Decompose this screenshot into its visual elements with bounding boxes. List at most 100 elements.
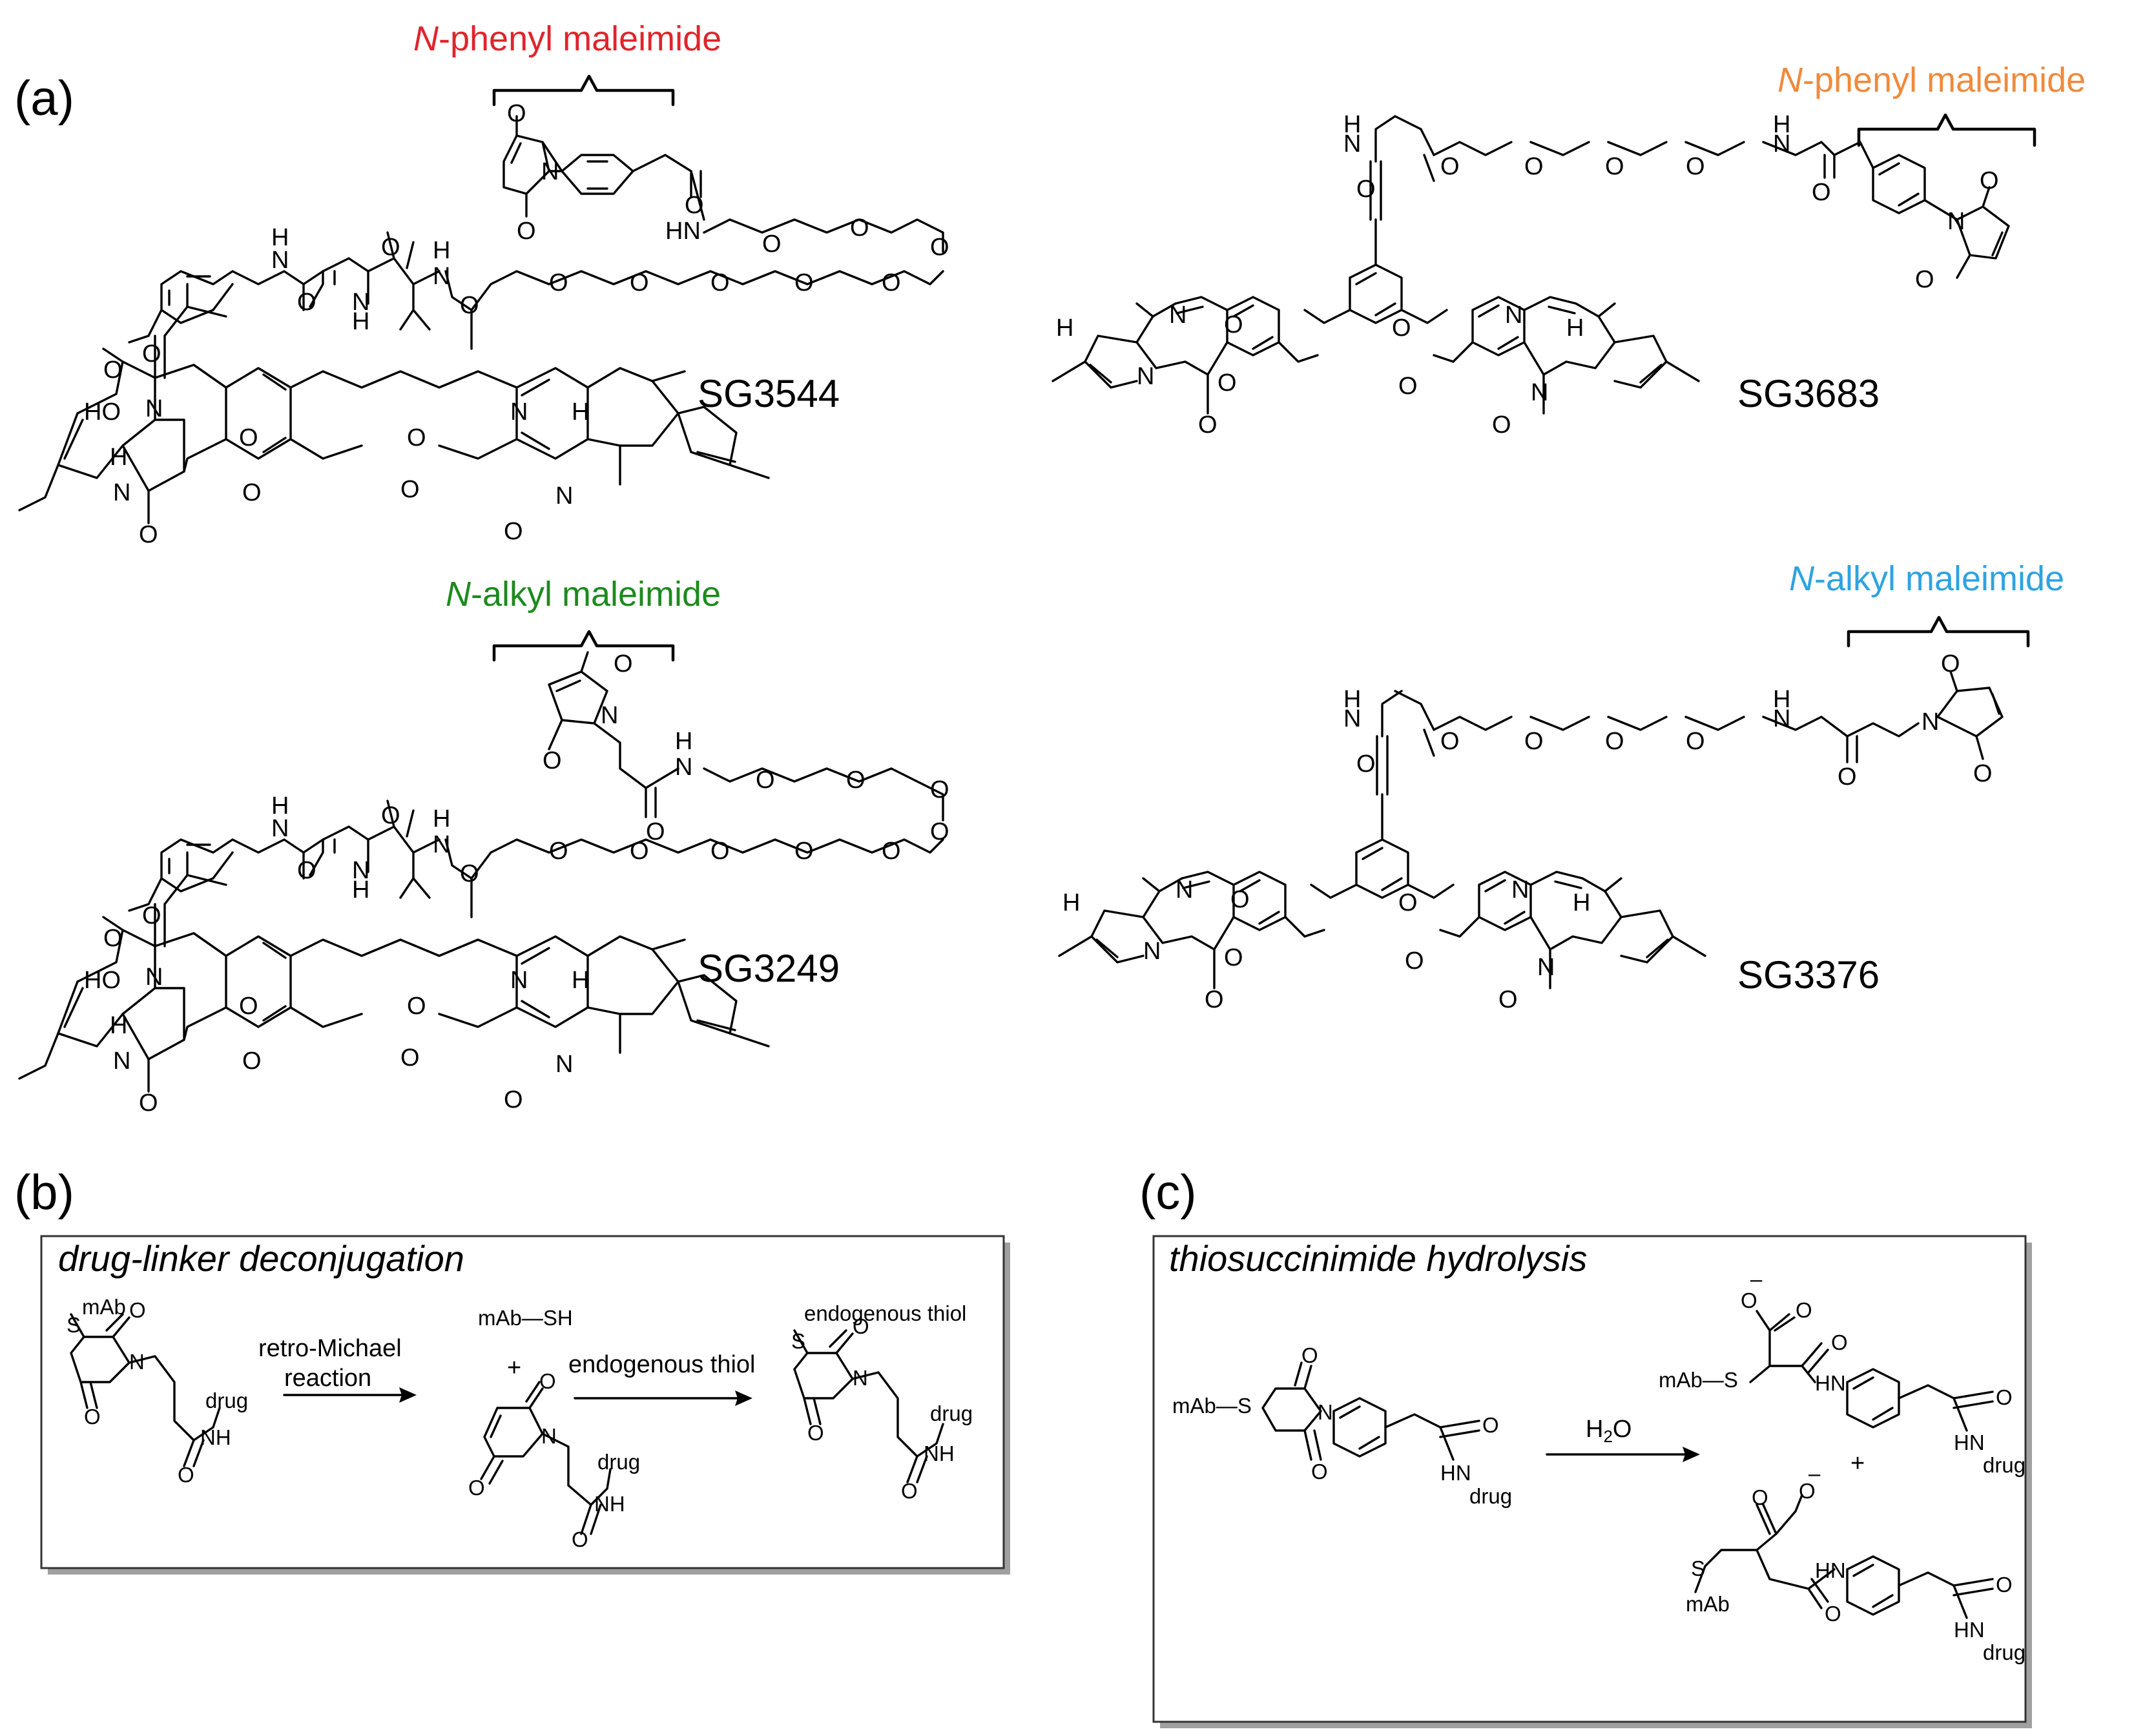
sg3249-h3: H bbox=[271, 792, 289, 820]
c-hn4: HN bbox=[1815, 1558, 1846, 1582]
c-o9: O bbox=[1799, 1479, 1816, 1503]
sg3683-nl2: N bbox=[1137, 363, 1154, 390]
b-o4: O bbox=[539, 1369, 556, 1393]
sg3249-o2: O bbox=[543, 747, 562, 774]
sg3249-nh3: N bbox=[271, 815, 289, 842]
c-o4: O bbox=[1741, 1288, 1757, 1312]
sg3376-o3: O bbox=[1605, 728, 1624, 755]
sg3376-hl: H bbox=[1062, 889, 1080, 916]
sg3249-n1: N bbox=[601, 702, 618, 729]
sg3544-ho: HO bbox=[84, 398, 121, 426]
panel-b: drug-linker deconjugation S mAb O N O NH… bbox=[40, 1235, 1010, 1575]
b-drug3: drug bbox=[930, 1401, 973, 1425]
sg3249-brace bbox=[492, 630, 675, 662]
sg3544-o6: O bbox=[930, 234, 949, 261]
c-s3: S bbox=[1691, 1556, 1705, 1580]
sg3544-o20: O bbox=[407, 424, 426, 451]
b-n3: N bbox=[853, 1366, 868, 1390]
sg3249-o21: O bbox=[400, 1044, 420, 1071]
sg3683-o5: O bbox=[1812, 179, 1831, 206]
sg3376-o5: O bbox=[1838, 763, 1857, 790]
sg3249-nh2: N bbox=[352, 857, 369, 884]
sg3683-n: N bbox=[1947, 208, 1965, 235]
c-hn5: HN bbox=[1954, 1618, 1985, 1642]
sg3544-n5: N bbox=[555, 482, 573, 510]
sg3249-o14: O bbox=[297, 857, 316, 884]
c-plus: + bbox=[1850, 1450, 1865, 1477]
sg3683-or: O bbox=[1492, 411, 1511, 439]
c-hn2: HN bbox=[1815, 1371, 1846, 1395]
sg3683-o3: O bbox=[1605, 153, 1624, 180]
b-mab-sh: mAb—SH bbox=[478, 1306, 573, 1330]
sg3683-hl: H bbox=[1056, 315, 1073, 342]
sg3249-o15: O bbox=[142, 902, 161, 929]
sg3249-o16: O bbox=[103, 925, 123, 952]
b-drug2: drug bbox=[597, 1450, 640, 1474]
sg3544-o8: O bbox=[794, 269, 814, 296]
sg3544-o19: O bbox=[242, 479, 262, 506]
sg3683-ome-r: O bbox=[1398, 373, 1418, 400]
sg3683-nr2: N bbox=[1531, 379, 1548, 406]
b-o3: O bbox=[178, 1463, 194, 1487]
c-drug1: drug bbox=[1469, 1484, 1512, 1508]
sg3249-nh1: N bbox=[433, 831, 450, 858]
sg3683-ome-l: O bbox=[1217, 369, 1237, 397]
sg3376-nl: N bbox=[1176, 876, 1193, 904]
sg3376-nr2: N bbox=[1537, 954, 1555, 981]
sg3376-o2: O bbox=[1524, 728, 1544, 755]
sg3249-o13: O bbox=[381, 802, 400, 829]
c-o6: O bbox=[1831, 1330, 1848, 1354]
c-mab-s2: mAb—S bbox=[1659, 1368, 1738, 1392]
b-o5: O bbox=[468, 1476, 485, 1500]
sg3376-name: SG3376 bbox=[1737, 953, 1880, 997]
sg3249-n5: N bbox=[555, 1051, 573, 1078]
sg3376-nr: N bbox=[1511, 876, 1529, 904]
sg3544-caption: N-phenyl maleimide bbox=[413, 19, 721, 58]
b-arrow2-head bbox=[735, 1390, 752, 1406]
sg3683-o7: O bbox=[1915, 266, 1934, 293]
sg3249-o8: O bbox=[794, 838, 814, 865]
sg3683-o8: O bbox=[1224, 311, 1243, 338]
sg3544-brace bbox=[492, 74, 675, 107]
b-o9: O bbox=[901, 1479, 918, 1503]
sg3376-o7: O bbox=[1973, 760, 1993, 787]
structure-sg3249: N-alkyl maleimide O N O O N H O O O O O … bbox=[18, 575, 949, 1117]
sg3683-hr: H bbox=[1566, 315, 1584, 342]
b-nh1: NH bbox=[200, 1425, 231, 1449]
b-mab1: mAb bbox=[82, 1295, 126, 1319]
c-reagent: H2O bbox=[1586, 1416, 1632, 1446]
sg3544-o7: O bbox=[882, 269, 901, 296]
sg3683-name: SG3683 bbox=[1737, 372, 1880, 415]
sg3544-name: SG3544 bbox=[698, 372, 840, 415]
sg3249-o11: O bbox=[549, 838, 568, 865]
sg3376-ol: O bbox=[1205, 986, 1224, 1013]
sg3683-o1: O bbox=[1440, 153, 1460, 180]
c-o5: O bbox=[1796, 1298, 1812, 1322]
sg3683-o9: O bbox=[1392, 315, 1411, 342]
panel-b-box bbox=[40, 1235, 1005, 1569]
sg3683-nh: N bbox=[1343, 130, 1361, 158]
c-mab-s: mAb—S bbox=[1172, 1394, 1252, 1418]
sg3544-h3: H bbox=[271, 224, 289, 251]
sg3249-o6: O bbox=[930, 776, 949, 803]
sg3544-n1: N bbox=[541, 158, 559, 185]
b-o7: O bbox=[853, 1314, 869, 1338]
c-o10: O bbox=[1825, 1602, 1841, 1626]
sg3544-o5: O bbox=[850, 214, 869, 242]
sg3376-hr: H bbox=[1573, 889, 1590, 916]
sg3544-o4: O bbox=[762, 231, 782, 258]
sg3249-o10: O bbox=[630, 838, 649, 865]
sg3544-h5: H bbox=[572, 398, 589, 426]
c-o7: O bbox=[1996, 1385, 2013, 1409]
c-o3: O bbox=[1482, 1413, 1499, 1437]
sg3376-h0: H bbox=[1343, 686, 1361, 713]
sg3544-nh1: N bbox=[433, 263, 450, 290]
panel-b-label: (b) bbox=[14, 1165, 74, 1220]
b-o1: O bbox=[129, 1298, 146, 1322]
sg3544-o18: O bbox=[239, 424, 258, 451]
c-arrow-head bbox=[1683, 1447, 1700, 1462]
sg3683-nh2: N bbox=[1773, 130, 1790, 158]
sg3683-o6: O bbox=[1980, 167, 1999, 194]
sg3376-o9: O bbox=[1398, 889, 1418, 916]
sg3544-hn: HN bbox=[665, 218, 701, 245]
